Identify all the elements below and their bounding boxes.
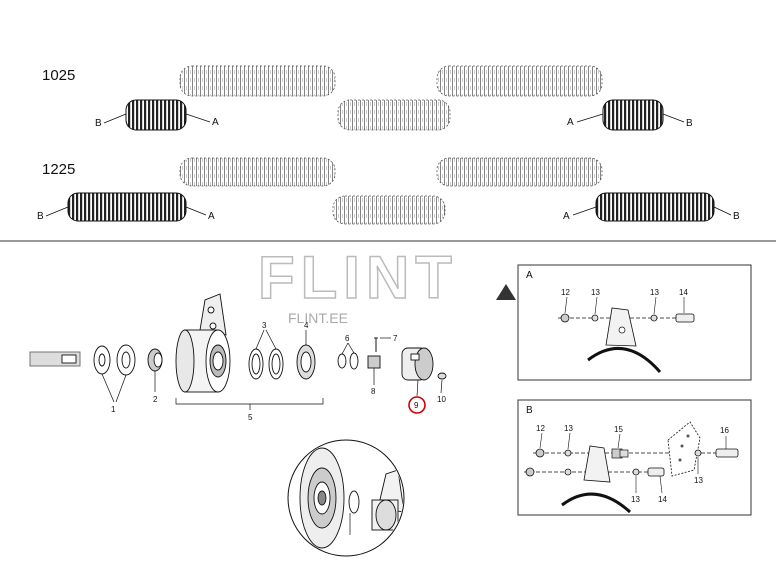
grease-nipple	[437, 372, 447, 380]
end-label-a: A	[208, 211, 215, 222]
detail-b-label-12: 12	[536, 424, 545, 433]
detail-b-label-14: 14	[658, 495, 667, 504]
roller-assembly	[29, 293, 447, 393]
roller-dark	[595, 192, 715, 222]
part-number-8: 8	[371, 387, 376, 396]
detail-b-label-16: 16	[720, 426, 729, 435]
end-label-b: B	[37, 211, 44, 222]
spacer	[349, 352, 359, 370]
watermark-triangle	[496, 284, 516, 300]
roller-light	[332, 195, 446, 225]
end-label-b: B	[686, 118, 693, 129]
spacer	[337, 353, 347, 369]
end-label-b: B	[95, 118, 102, 129]
detail-a-title: A	[526, 270, 533, 281]
roller-light	[436, 157, 603, 187]
roller-light	[179, 65, 336, 97]
roller-dark	[602, 99, 664, 131]
end-label-a: A	[563, 211, 570, 222]
part-number-6: 6	[345, 334, 350, 343]
roller-light	[337, 99, 451, 131]
part-number-2: 2	[153, 395, 158, 404]
part-number-1: 1	[111, 405, 116, 414]
detail-b-label-15: 15	[614, 425, 623, 434]
detail-a-label-13: 13	[591, 288, 600, 297]
detail-a-label-14: 14	[679, 288, 688, 297]
watermark-flint: FLINT	[258, 244, 458, 311]
callout-leaders	[101, 329, 443, 410]
part-number-3: 3	[262, 321, 267, 330]
detail-b-label-13: 13	[564, 424, 573, 433]
model-label-1025: 1025	[42, 67, 75, 84]
roller-dark	[125, 99, 187, 131]
part-number-10: 10	[437, 395, 446, 404]
nut	[367, 355, 381, 369]
part-number-4: 4	[304, 321, 309, 330]
detail-b-label-13: 13	[631, 495, 640, 504]
end-label-a: A	[567, 117, 574, 128]
part-number-7: 7	[393, 334, 398, 343]
model-1025-row: 1025 B A A B	[42, 65, 693, 131]
roller-light	[436, 65, 603, 97]
roller-dark	[67, 192, 187, 222]
detail-a-label-12: 12	[561, 288, 570, 297]
detail-a-panel: A 12 13 13 14	[517, 264, 752, 381]
end-label-b: B	[733, 211, 740, 222]
model-label-1225: 1225	[42, 161, 75, 178]
part-number-5: 5	[248, 413, 253, 422]
watermark-sub: FLINT.EE	[288, 310, 348, 326]
detail-b-title: B	[526, 405, 533, 416]
model-1225-row: 1225 B A A B	[37, 157, 740, 225]
highlight-circle	[408, 396, 426, 414]
part-number-9: 9	[414, 401, 419, 410]
roller-light	[179, 157, 336, 187]
end-label-a: A	[212, 117, 219, 128]
detail-b-label-13: 13	[694, 476, 703, 485]
detail-a-label-13: 13	[650, 288, 659, 297]
magnified-inset	[287, 439, 405, 557]
detail-b-panel: B 12 13 15 16 13 13 14	[517, 399, 752, 516]
